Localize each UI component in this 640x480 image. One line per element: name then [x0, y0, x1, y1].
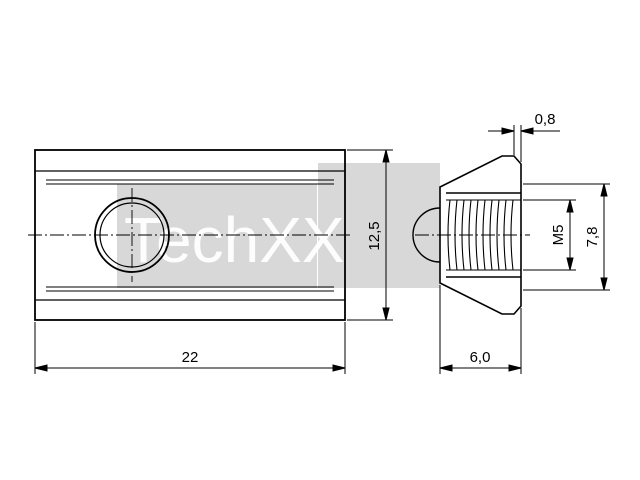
side-view — [412, 155, 530, 315]
label-width: 6,0 — [470, 349, 491, 366]
arrow-bore-bottom — [600, 277, 608, 291]
watermark: TechXX — [117, 163, 440, 288]
arrow-bore-top — [600, 183, 608, 197]
arrow-thread-top — [566, 199, 574, 213]
arrowheads — [34, 127, 608, 372]
ball-detent — [412, 207, 441, 263]
dimensions — [34, 125, 610, 374]
label-lip: 0,8 — [535, 111, 556, 128]
label-thread: M5 — [550, 225, 567, 246]
arrow-thread-bottom — [566, 257, 574, 271]
arrow-width-right — [508, 364, 522, 372]
watermark-box-right — [318, 163, 440, 288]
arrow-width-left — [439, 364, 453, 372]
arrow-length-right — [332, 364, 346, 372]
watermark-box-left — [117, 184, 317, 288]
label-height: 12,5 — [366, 221, 383, 250]
arrow-lip-left — [501, 127, 515, 135]
side-outline — [439, 155, 522, 315]
label-length: 22 — [182, 349, 199, 366]
arrow-height-bottom — [382, 307, 390, 321]
front-view — [28, 149, 352, 321]
dimension-labels: 22 12,5 6,0 0,8 M5 7,8 — [182, 111, 601, 366]
label-bore: 7,8 — [584, 227, 601, 248]
arrow-lip-right — [520, 127, 534, 135]
arrow-length-left — [34, 364, 48, 372]
arrow-height-top — [382, 149, 390, 163]
watermark-text: TechXX — [124, 204, 345, 276]
